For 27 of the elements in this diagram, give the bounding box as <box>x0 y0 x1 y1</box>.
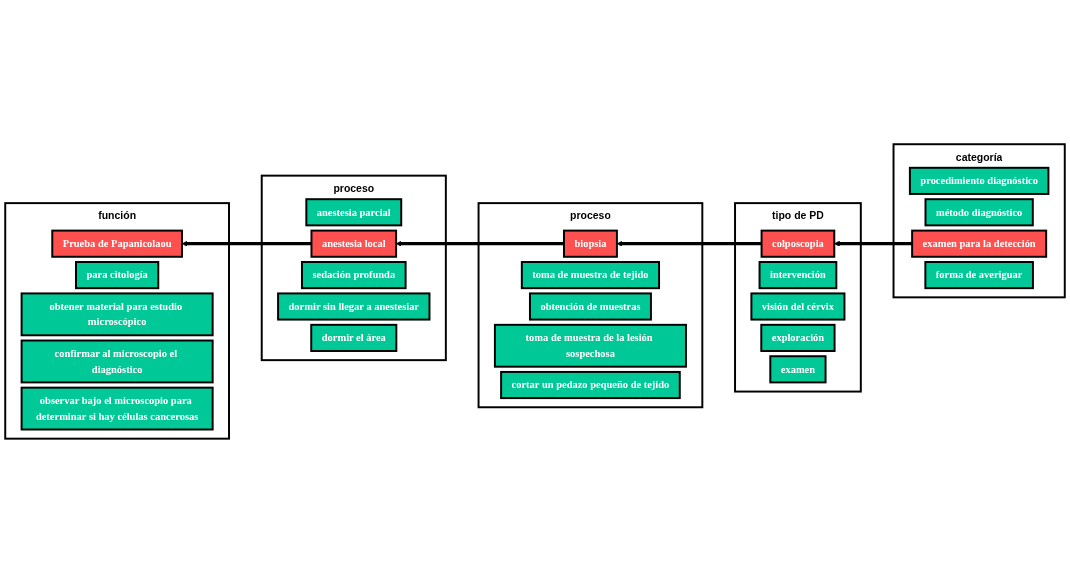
arrow <box>181 240 312 247</box>
node-box: anestesia local <box>310 229 398 258</box>
node-box: cortar un pedazo pequeño de tejido <box>500 370 681 399</box>
node-box: dormir el área <box>310 323 398 352</box>
node-box: para citología <box>75 260 160 289</box>
node-box: obtención de muestras <box>528 291 652 321</box>
arrow <box>616 240 762 247</box>
node-box: examen para la detección <box>911 229 1048 258</box>
node-box: intervención <box>758 260 838 289</box>
node-box: toma de muestra de tejido <box>520 260 661 289</box>
node-box: sedación profunda <box>300 260 407 289</box>
node-box: examen <box>769 354 827 383</box>
node-box: colposcopia <box>760 229 836 258</box>
node-box: exploración <box>760 323 836 352</box>
node-box: forma de averiguar <box>924 260 1034 289</box>
node-box: dormir sin llegar a anestesiar <box>277 291 431 321</box>
node-box: anestesia parcial <box>305 197 403 226</box>
node-box: toma de muestra de la lesión sospechosa <box>493 323 687 368</box>
node-box: confirmar al microscopio el diagnóstico <box>20 339 214 383</box>
node-box: biopsia <box>563 229 618 258</box>
node-box: procedimiento diagnóstico <box>908 166 1050 195</box>
node-box: observar bajo el microscopio para determinar si hay células cancerosas <box>20 386 214 431</box>
node-box: visión del cérvix <box>750 291 846 321</box>
node-box: método diagnóstico <box>924 197 1034 226</box>
arrow <box>834 240 913 247</box>
node-box: obtener material para estudio microscópico <box>20 291 214 336</box>
node-box: Prueba de Papanicolaou <box>51 229 183 258</box>
